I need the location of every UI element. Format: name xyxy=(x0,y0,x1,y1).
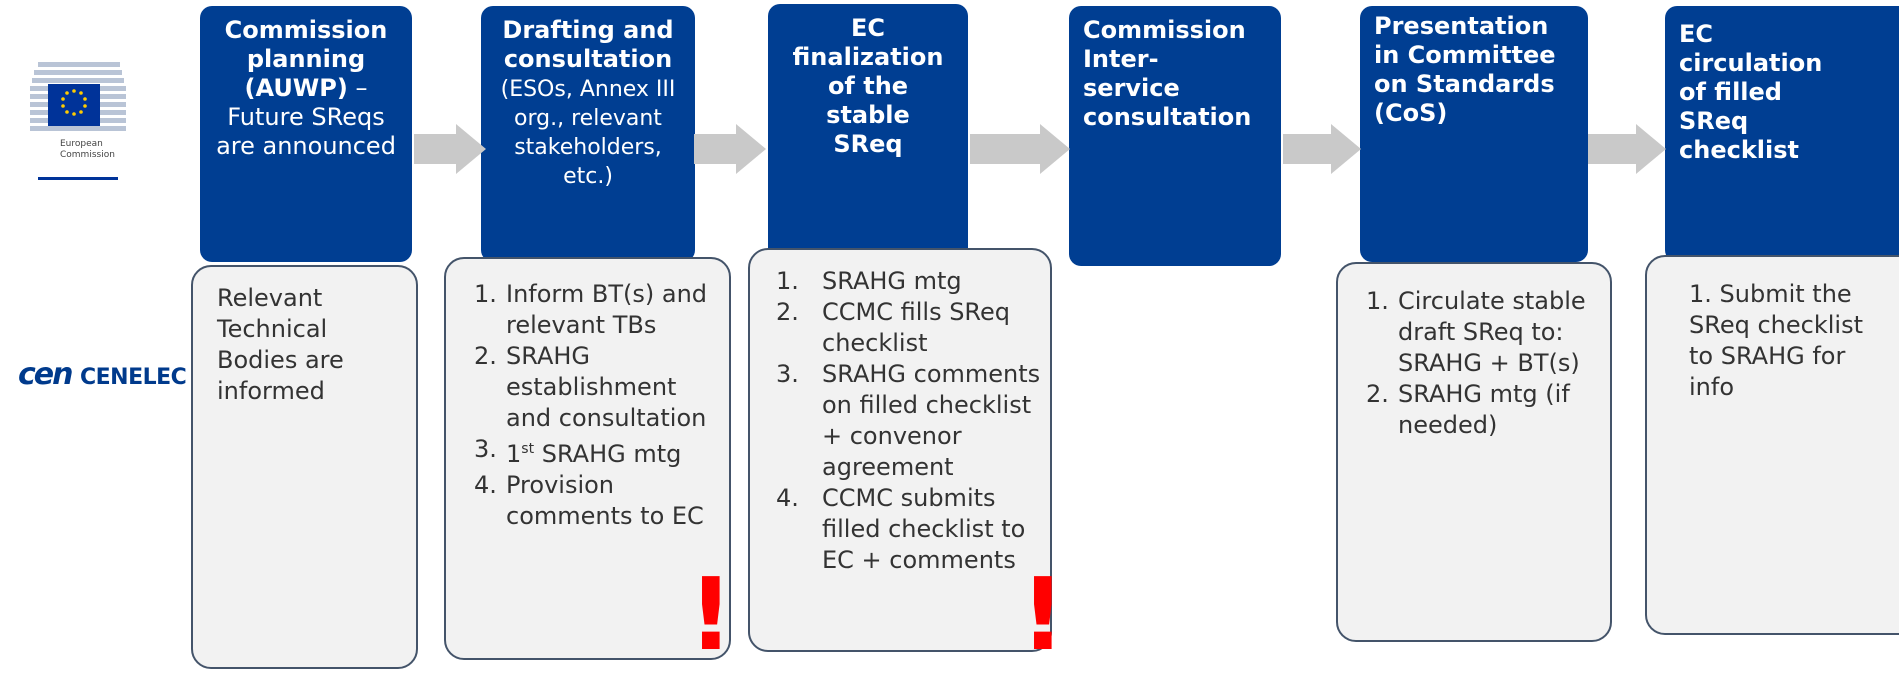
item-text: CCMC fills SReq checklist xyxy=(822,298,1011,357)
task-6-text: 1. Submit the SReq checklist to SRAHG fo… xyxy=(1689,280,1863,401)
list-item: 2. SRAHG establishment and consultation xyxy=(474,341,719,434)
alert-exclamation-1: ! xyxy=(688,565,722,673)
stage-1-title2: (AUWP) xyxy=(244,74,348,102)
item-number: 4. xyxy=(776,484,799,512)
task-box-6: 1. Submit the SReq checklist to SRAHG fo… xyxy=(1645,255,1899,635)
stage-interservice-consultation: Commission Inter-service consultation xyxy=(1069,6,1281,266)
list-item: 2. CCMC fills SReq checklist xyxy=(776,297,1042,359)
cenelec-logo-text: CENELEC xyxy=(80,365,187,390)
item-text: SRAHG comments on filled checklist + con… xyxy=(822,360,1041,481)
cen-logo-text: cen xyxy=(18,357,73,392)
item-text-sup: st xyxy=(521,441,535,457)
european-commission-logo: European Commission xyxy=(28,56,128,184)
stage-3-title: EC finalization of the stable SReq xyxy=(792,14,944,158)
task-box-1: Relevant Technical Bodies are informed xyxy=(191,265,418,669)
item-text: CCMC submits filled checklist to EC + co… xyxy=(822,484,1026,574)
flow-arrow-4 xyxy=(1283,124,1361,174)
task-1-text: Relevant Technical Bodies are informed xyxy=(217,284,344,405)
item-text: Circulate stable draft SReq to: SRAHG + … xyxy=(1398,287,1586,377)
item-number: 2. xyxy=(474,342,497,370)
stage-presentation-cos: Presentation in Committee on Standards (… xyxy=(1360,6,1588,262)
item-number: 3. xyxy=(776,360,799,388)
item-text: SRAHG mtg (if needed) xyxy=(1398,380,1570,439)
ec-logo-line2: Commission xyxy=(60,150,115,160)
stage-6-title: EC circulation of filled SReq checklist xyxy=(1679,20,1823,164)
item-text: Provision comments to EC xyxy=(506,471,704,530)
item-number: 4. xyxy=(474,471,497,499)
item-number: 2. xyxy=(776,298,799,326)
item-text-pre: 1 xyxy=(506,440,522,468)
item-number: 3. xyxy=(474,435,497,463)
stage-4-title: Commission Inter-service consultation xyxy=(1083,16,1252,131)
item-number: 2. xyxy=(1366,380,1389,408)
list-item: 1. Inform BT(s) and relevant TBs xyxy=(474,279,719,341)
item-number: 1. xyxy=(1366,287,1389,315)
item-text-post: SRAHG mtg xyxy=(534,440,682,468)
item-text: SRAHG mtg xyxy=(822,267,962,295)
task-2-list: 1. Inform BT(s) and relevant TBs 2. SRAH… xyxy=(474,279,719,532)
list-item: 1. Circulate stable draft SReq to: SRAHG… xyxy=(1366,286,1590,379)
list-item: 4. CCMC submits filled checklist to EC +… xyxy=(776,483,1042,576)
flow-arrow-2 xyxy=(694,124,766,174)
european-commission-logo-graphic: European Commission xyxy=(30,62,126,180)
stage-ec-circulation: EC circulation of filled SReq checklist xyxy=(1665,6,1899,262)
ec-logo-line1: European xyxy=(60,139,103,149)
list-item: 1. SRAHG mtg xyxy=(776,266,1042,297)
item-text: Inform BT(s) and relevant TBs xyxy=(506,280,708,339)
stage-2-sub: (ESOs, Annex III org., relevant stakehol… xyxy=(500,77,676,189)
task-5-list: 1. Circulate stable draft SReq to: SRAHG… xyxy=(1366,286,1590,441)
list-item: 3. 1st SRAHG mtg xyxy=(474,434,719,470)
task-box-2: 1. Inform BT(s) and relevant TBs 2. SRAH… xyxy=(444,257,731,660)
task-box-5: 1. Circulate stable draft SReq to: SRAHG… xyxy=(1336,262,1612,642)
flow-arrow-1 xyxy=(414,124,486,174)
alert-exclamation-2: ! xyxy=(1020,565,1054,673)
item-text: SRAHG establishment and consultation xyxy=(506,342,707,432)
task-3-list: 1. SRAHG mtg 2. CCMC fills SReq checklis… xyxy=(776,266,1042,576)
stage-1-title: Commission planning xyxy=(224,16,388,73)
item-number: 1. xyxy=(474,280,497,308)
item-number: 1. xyxy=(776,267,799,295)
stage-1-dash: – xyxy=(347,74,368,102)
stage-commission-planning: Commission planning (AUWP) – Future SReq… xyxy=(200,6,412,262)
stage-5-title: Presentation in Committee on Standards (… xyxy=(1374,12,1556,127)
stage-1-sub: Future SReqs are announced xyxy=(216,103,396,160)
stage-2-title: Drafting and consultation xyxy=(502,16,674,73)
flow-arrow-3 xyxy=(970,124,1070,174)
cen-cenelec-logo: cen CENELEC xyxy=(18,357,187,397)
stage-drafting-consultation: Drafting and consultation (ESOs, Annex I… xyxy=(481,6,695,262)
list-item: 4. Provision comments to EC xyxy=(474,470,719,532)
list-item: 2. SRAHG mtg (if needed) xyxy=(1366,379,1590,441)
stage-ec-finalization: EC finalization of the stable SReq xyxy=(768,4,968,260)
task-box-3: 1. SRAHG mtg 2. CCMC fills SReq checklis… xyxy=(748,248,1052,652)
flow-arrow-5 xyxy=(1588,124,1666,174)
list-item: 3. SRAHG comments on filled checklist + … xyxy=(776,359,1042,483)
